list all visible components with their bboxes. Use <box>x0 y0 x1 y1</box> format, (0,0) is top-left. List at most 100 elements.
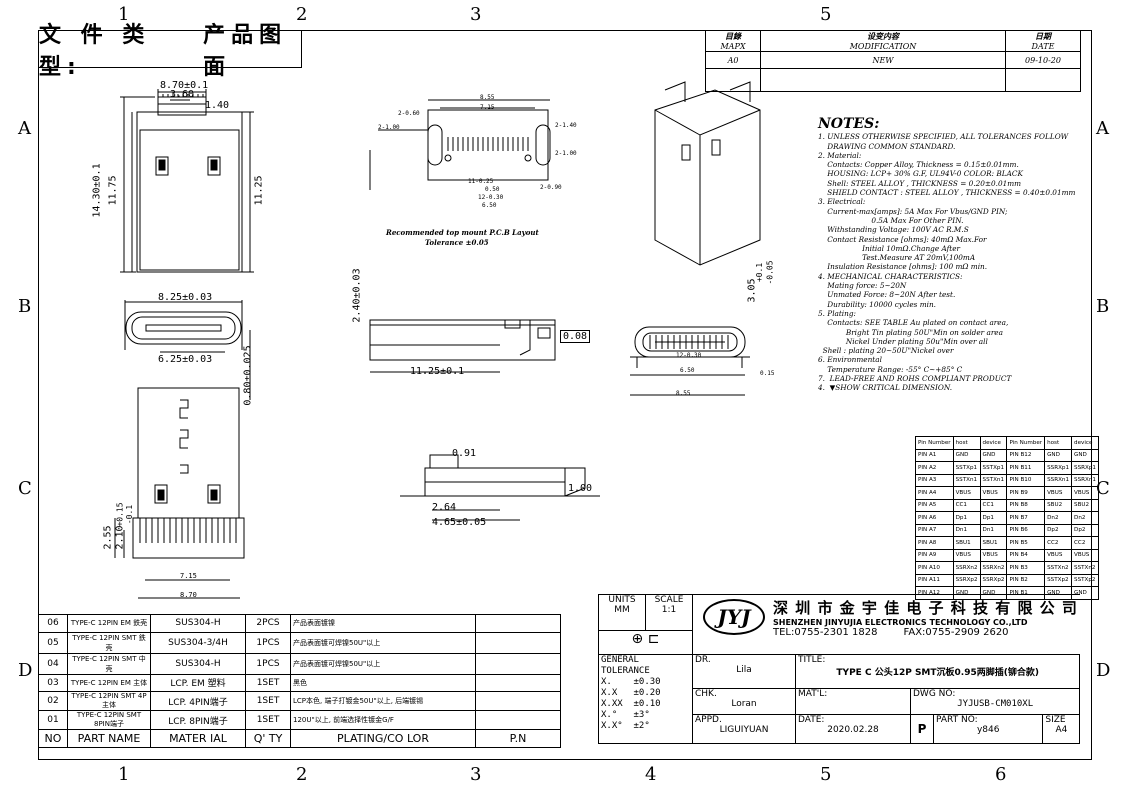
grid-col-5-bottom: 5 <box>820 764 832 785</box>
pcb-dim-6-50: 6.50 <box>482 202 497 209</box>
pcb-dim-2-1-40: 2-1.40 <box>555 122 577 129</box>
pin-table-header: host <box>952 436 981 450</box>
pin-table-cell: Dn1 <box>952 523 981 537</box>
company-name-en: SHENZHEN JINYUJIA ELECTRONICS TECHNOLOGY… <box>773 617 1028 627</box>
dim-0-91: 0.91 <box>452 448 477 459</box>
document-type-box: 文 件 类 型: 产品图面 <box>38 23 302 80</box>
drawing-no-label: DWG NO: <box>913 689 956 699</box>
grid-col-3-bottom: 3 <box>470 764 482 785</box>
size-label: SIZE <box>1045 715 1066 725</box>
bom-cell: 1SET <box>245 691 291 711</box>
bom-cell: TYPE-C 12PIN EM 主体 <box>67 673 151 692</box>
pin-table-cell: SBU2 <box>1044 498 1073 512</box>
approved-by: LIGUIYUAN <box>719 725 769 735</box>
pin-table-cell: PIN B7 <box>1006 511 1046 525</box>
pin-table-cell: Dp1 <box>979 511 1008 525</box>
bom-header: NO <box>38 729 68 748</box>
note-line: 2. Material: <box>818 150 862 160</box>
pin-table-cell: Dn2 <box>1071 511 1099 525</box>
pin-table-cell: PIN A10 <box>915 561 954 575</box>
bom-cell <box>475 710 561 730</box>
pin-table-cell: SSRXn1 <box>1071 473 1099 487</box>
pcb-dim-2-1-00: 2-1.00 <box>378 124 400 131</box>
notes-block: NOTES: 1. UNLESS OTHERWISE SPECIFIED, AL… <box>818 117 1088 393</box>
dim-0-08: 0.08 <box>560 330 591 343</box>
note-line: Shell : plating 20~50U"Nickel over <box>818 346 954 356</box>
pin-table-cell: PIN A11 <box>915 573 954 587</box>
company-name-cn: 深 圳 市 金 宇 佳 电 子 科 技 有 限 公 司 <box>773 598 1078 617</box>
pin-table-cell: PIN A5 <box>915 498 954 512</box>
grid-col-2: 2 <box>296 4 308 25</box>
pcb-dim-2-1-00-b: 2-1.00 <box>555 150 577 157</box>
pin-table-cell: PIN B12 <box>1006 448 1046 462</box>
rev-mod-header: 设变内容 <box>867 31 899 41</box>
drawn-by: Lila <box>736 665 752 675</box>
pin-table-cell: SSRXp2 <box>979 573 1008 587</box>
side-dim-8-55: 8.55 <box>676 390 691 397</box>
bom-cell: LCP本色, 端子打镀金50U"以上, 后端镀锡 <box>290 691 476 711</box>
pin-table-cell: CC1 <box>979 498 1008 512</box>
pin-table-cell: PIN A9 <box>915 548 954 562</box>
rev-date-header-en: DATE <box>1031 42 1055 51</box>
note-line: 3. Electrical: <box>818 197 866 207</box>
units-value: MM <box>614 605 630 615</box>
material-label: MAT'L: <box>798 689 828 699</box>
pin-table-cell: PIN B11 <box>1006 461 1046 475</box>
bom-cell: 03 <box>38 673 68 692</box>
tolerance-5: X.X° ±2° <box>601 721 650 731</box>
note-line: Initial 10mΩ.Change After <box>818 243 961 253</box>
bom-cell: 04 <box>38 652 68 675</box>
bom-header: PLATING/CO LOR <box>290 729 476 748</box>
pin-table-cell: VBUS <box>979 548 1008 562</box>
approved-by-label: APPD. <box>695 715 722 725</box>
dim-2-10: 2.10 <box>114 525 126 550</box>
pin-table-cell: Dp2 <box>1044 523 1073 537</box>
note-line: Contact Resistance [ohms]: 40mΩ Max.For <box>818 234 987 244</box>
grid-row-d: D <box>18 660 33 681</box>
bom-cell: LCP. EM 塑料 <box>150 673 246 692</box>
dim-7-15: 7.15 <box>180 572 197 580</box>
bom-header: Q' TY <box>245 729 291 748</box>
bom-cell: 产品表面镀可焊镍50U"以上 <box>290 631 476 654</box>
bom-cell <box>475 652 561 675</box>
bom-cell: TYPE-C 12PIN EM 鉄壳 <box>67 614 151 633</box>
company-fax: FAX:0755-2909 2620 <box>903 626 1009 638</box>
dim-11-25-side: 11.25±0.1 <box>410 366 465 377</box>
dim-4-65: 4.65±0.05 <box>432 517 487 528</box>
bom-cell: 06 <box>38 614 68 633</box>
document-type-value: 产品图面 <box>203 23 288 80</box>
grid-row-b-right: B <box>1096 296 1110 317</box>
bom-cell: LCP. 8PIN端子 <box>150 710 246 730</box>
grid-col-3: 3 <box>470 4 482 25</box>
pin-table-cell: PIN B5 <box>1006 536 1046 550</box>
pcb-layout <box>369 99 551 190</box>
pin-table-header: Pin Number <box>915 436 954 450</box>
general-tolerance-label: GENERAL TOLERANCE <box>601 655 650 676</box>
pin-table-cell: SSRXn2 <box>979 561 1008 575</box>
grid-col-1-bottom: 1 <box>118 764 130 785</box>
dim-2-55: 2.55 <box>102 525 114 550</box>
dim-1-40: 1.40 <box>205 100 230 111</box>
front-view-top <box>120 89 254 273</box>
pin-table-cell: PIN B8 <box>1006 498 1046 512</box>
pin-table-cell: VBUS <box>1071 548 1099 562</box>
bom-cell: 黑色 <box>290 673 476 692</box>
pin-table-cell: PIN B4 <box>1006 548 1046 562</box>
bom-cell: 1PCS <box>245 652 291 675</box>
note-line: Insulation Resistance [ohms]: 100 mΩ min… <box>818 262 988 272</box>
dim-8-25: 8.25±0.03 <box>158 292 213 303</box>
pin-table-cell: PIN B2 <box>1006 573 1046 587</box>
pin-table-cell: SBU1 <box>952 536 981 550</box>
dim-3-60: 3.60 <box>170 89 195 100</box>
pin-table-cell: VBUS <box>1044 548 1073 562</box>
page-marker: P <box>911 715 934 743</box>
pin-table-cell: SSTXp1 <box>979 461 1008 475</box>
side-dim-6-50: 6.50 <box>680 367 695 374</box>
pcb-dim-11-0-25: 11-0.25 <box>468 178 494 185</box>
